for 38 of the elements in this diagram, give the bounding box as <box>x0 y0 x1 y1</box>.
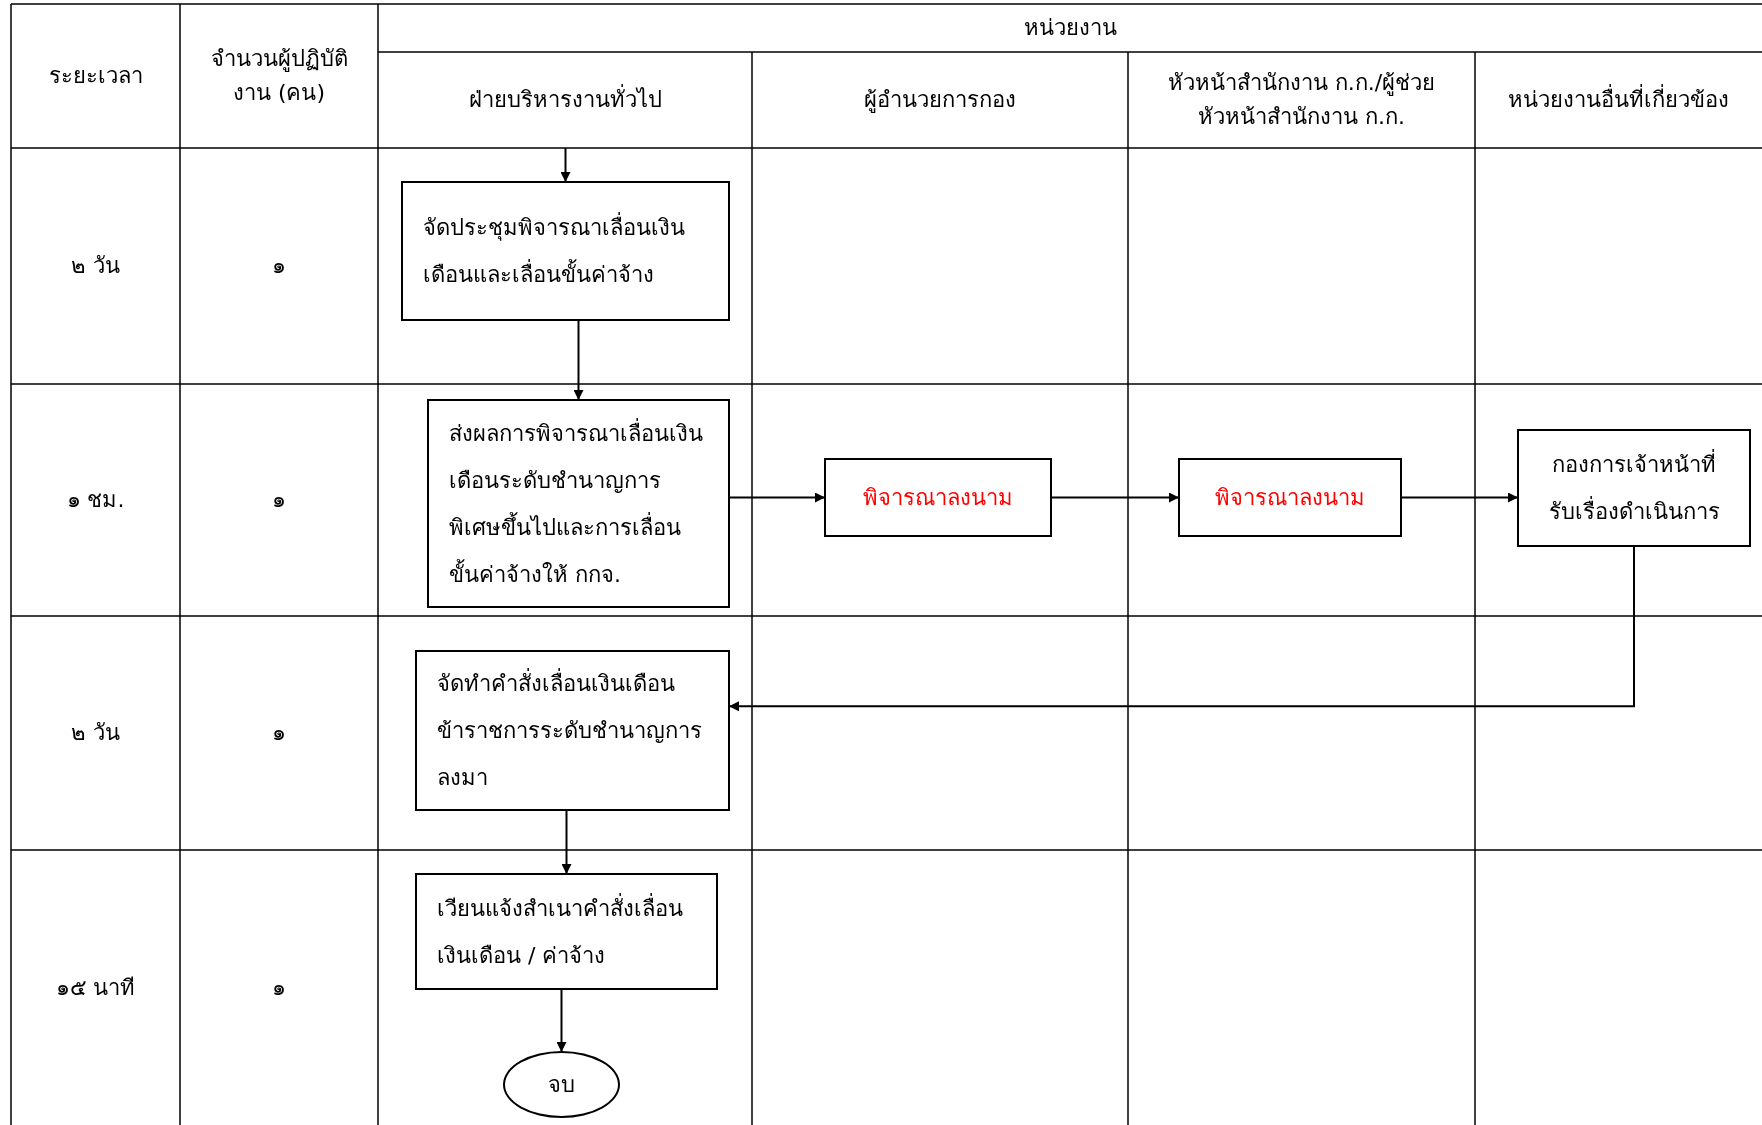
process-box <box>427 399 730 608</box>
box-text: จัดประชุมพิจารณาเลื่อนเงินเดือนและเลื่อนขั้นค่าจ้าง <box>423 204 708 298</box>
box-text: จบ <box>548 1071 575 1099</box>
arrow <box>1051 492 1179 503</box>
duration-text: ๒ วัน <box>71 252 120 280</box>
box-text: ส่งผลการพิจารณาเลื่อนเงินเดือนระดับชำนาญการพิเศษขึ้นไปและการเลื่อนขั้นค่าจ้างให้ กกจ. <box>449 417 704 589</box>
header-cell-text: จำนวนผู้ปฏิบัติงาน (คน) <box>209 45 349 107</box>
arrow <box>560 147 571 182</box>
count-text: ๑ <box>272 486 286 514</box>
header-cell-text: ผู้อำนวยการกอง <box>864 86 1016 115</box>
duration-text: ๒ วัน <box>71 719 120 747</box>
arrow <box>573 320 584 400</box>
duration-text: ๑๕ นาที <box>55 973 136 1002</box>
process-box <box>401 181 730 321</box>
count-text: ๑ <box>272 973 286 1002</box>
box-text: เวียนแจ้งสำเนาคำสั่งเลื่อนเงินเดือน / ค่าจ้าง <box>437 892 684 970</box>
arrow <box>556 989 567 1052</box>
process-box <box>824 458 1052 537</box>
header-cell-text: หัวหน้าสำนักงาน ก.ก./ผู้ช่วยหัวหน้าสำนักงาน ก.ก. <box>1166 69 1437 131</box>
header-cell: หน่วยงานอื่นที่เกี่ยวข้อง <box>1508 83 1729 117</box>
process-box <box>1517 429 1751 547</box>
time-header: ระยะเวลา <box>48 62 143 90</box>
arrow <box>1401 492 1518 503</box>
box-text: พิจารณาลงนาม <box>1215 484 1365 512</box>
process-box <box>1178 458 1402 537</box>
arrow <box>729 492 825 503</box>
duration-text: ๑ ชม. <box>66 486 125 514</box>
arrow <box>729 546 1635 712</box>
process-box <box>415 873 718 990</box>
process-box <box>415 650 730 811</box>
header-cell: ฝ่ายบริหารงานทั่วไป <box>468 83 662 117</box>
header-cell-text: หน่วยงาน <box>1023 14 1117 42</box>
box-text: จัดทำคำสั่งเลื่อนเงินเดือนข้าราชการระดับชำนาญการลงมา <box>437 660 708 801</box>
count-text: ๑ <box>272 719 286 747</box>
arrow <box>561 810 572 874</box>
count-text: ๑ <box>272 252 286 280</box>
box-text: กองการเจ้าหน้าที่รับเรื่องดำเนินการ <box>1544 441 1724 535</box>
box-text: พิจารณาลงนาม <box>863 484 1013 512</box>
